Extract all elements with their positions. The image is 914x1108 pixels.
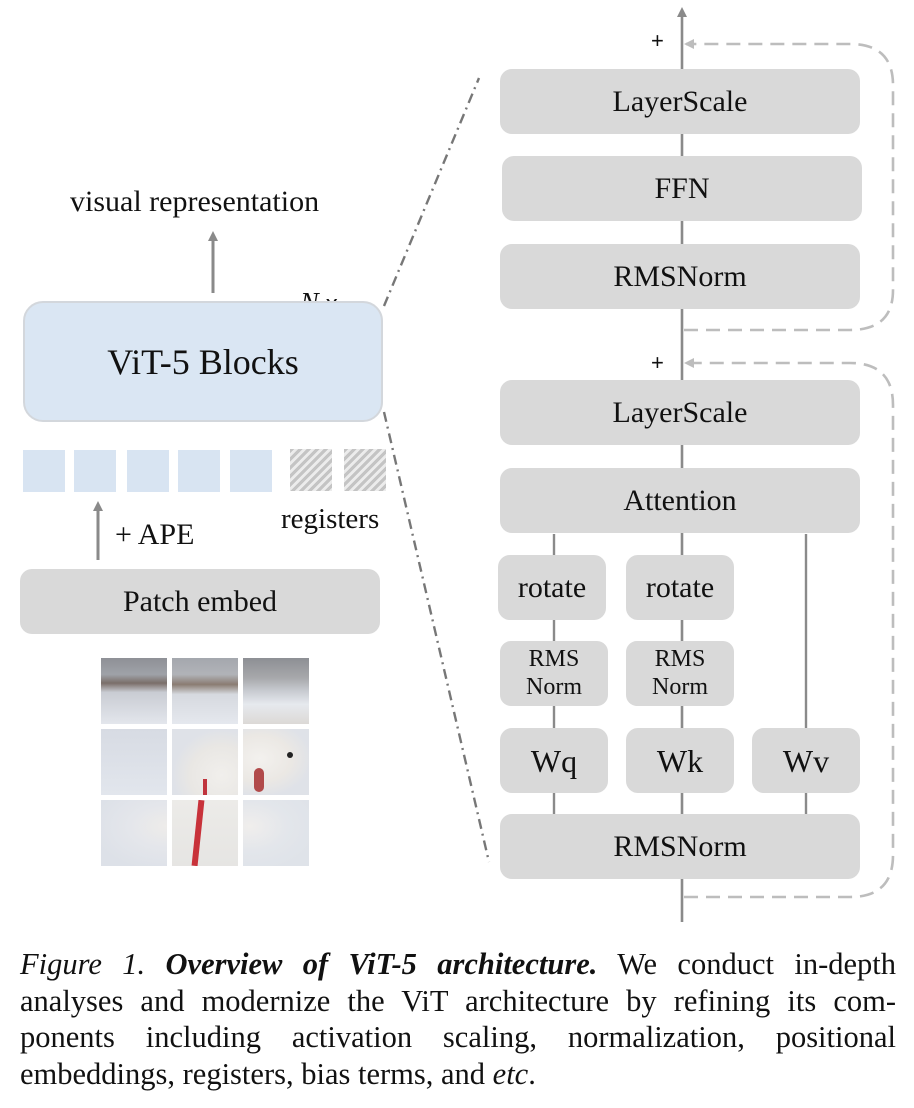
figure-caption: Figure 1. Overview of ViT-5 architecture…: [20, 946, 896, 1092]
caption-figure-label: Figure 1.: [20, 947, 146, 981]
ape-label: + APE: [115, 518, 195, 551]
image-patch: [243, 658, 309, 724]
patch-token: [230, 450, 272, 492]
register-token: [344, 449, 386, 491]
k-rmsnorm-line1: RMS: [654, 645, 706, 672]
attn-input-rmsnorm-box: RMSNorm: [500, 814, 860, 879]
residual-plus-ffn: +: [651, 28, 664, 53]
residual-plus-attn: +: [651, 350, 664, 375]
image-patch: [172, 729, 238, 795]
register-token: [290, 449, 332, 491]
wk-box: Wk: [626, 728, 734, 793]
q-rmsnorm-line2: Norm: [526, 673, 582, 700]
patch-embed-box: Patch embed: [20, 569, 380, 634]
residual-ffn-dash: [684, 39, 895, 332]
zoom-line-bottom: [382, 411, 491, 863]
wq-box: Wq: [500, 728, 608, 793]
patch-token: [74, 450, 116, 492]
wk-label: Wk: [656, 742, 704, 779]
attn-layerscale-label: LayerScale: [612, 395, 748, 429]
q-rmsnorm-line1: RMS: [528, 645, 580, 672]
rotate-q-label: rotate: [517, 570, 587, 604]
attention-label: Attention: [623, 483, 737, 517]
caption-text-4: embeddings, registers, bias terms, and: [20, 1056, 486, 1091]
patch-token: [127, 450, 169, 492]
wv-label: Wv: [782, 742, 830, 779]
attention-box: Attention: [500, 468, 860, 533]
ffn-label: FFN: [654, 171, 710, 205]
image-patch: [172, 658, 238, 724]
k-rmsnorm-box: RMS Norm: [626, 641, 734, 706]
image-patch: [243, 729, 309, 795]
image-patch: [101, 800, 167, 866]
patch-token: [178, 450, 220, 492]
wq-label: Wq: [530, 742, 578, 779]
wv-box: Wv: [752, 728, 860, 793]
caption-title: Overview of ViT-5 architecture.: [165, 947, 598, 981]
vit5-blocks-label: ViT-5 Blocks: [107, 341, 299, 382]
caption-period: .: [528, 1056, 536, 1091]
visual-representation-label: visual representation: [70, 185, 320, 218]
vit5-blocks-box: ViT-5 Blocks: [23, 301, 383, 422]
patch-embed-label: Patch embed: [122, 584, 278, 618]
caption-line-2: analyses and modernize the ViT architect…: [20, 983, 896, 1018]
residual-attn-dash: [684, 358, 895, 899]
registers-label: registers: [281, 503, 380, 535]
caption-line-3: ponents including activation scaling, no…: [20, 1020, 896, 1054]
ffn-layerscale-label: LayerScale: [612, 84, 748, 118]
image-patch: [101, 729, 167, 795]
image-patch: [172, 800, 238, 866]
caption-line-4: embeddings, registers, bias terms, and e…: [20, 1056, 896, 1093]
q-rmsnorm-box: RMS Norm: [500, 641, 608, 706]
rotate-q-box: rotate: [498, 555, 606, 620]
k-rmsnorm-line2: Norm: [652, 673, 708, 700]
caption-etc: etc: [492, 1056, 529, 1091]
zoom-line-top: [382, 77, 481, 307]
rotate-k-label: rotate: [645, 570, 715, 604]
patch-token: [23, 450, 65, 492]
attn-input-rmsnorm-label: RMSNorm: [613, 829, 747, 863]
caption-text-1: We conduct in-depth: [617, 947, 896, 981]
caption-line-1: Figure 1. Overview of ViT-5 architecture…: [20, 946, 896, 983]
ffn-box: FFN: [502, 156, 862, 221]
ffn-rmsnorm-label: RMSNorm: [613, 259, 747, 293]
attn-layerscale-box: LayerScale: [500, 380, 860, 445]
ffn-layerscale-box: LayerScale: [500, 69, 860, 134]
image-patch: [101, 658, 167, 724]
rotate-k-box: rotate: [626, 555, 734, 620]
ffn-rmsnorm-box: RMSNorm: [500, 244, 860, 309]
image-patch: [243, 800, 309, 866]
